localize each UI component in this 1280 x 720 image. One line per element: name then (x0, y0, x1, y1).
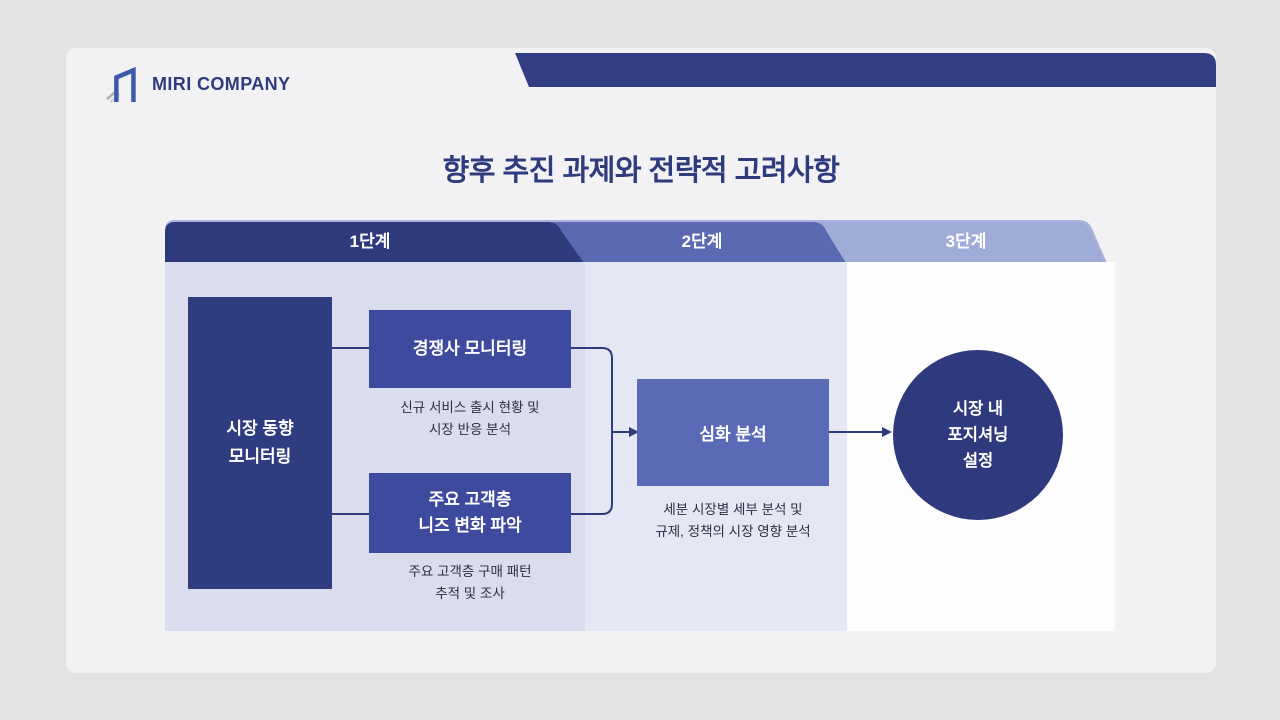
customer-desc-line2: 추적 및 조사 (435, 586, 505, 601)
company-logo-icon (106, 66, 136, 103)
competitor-title: 경쟁사 모니터링 (412, 339, 528, 358)
market-positioning-circle: 시장 내 포지셔닝 설정 (893, 350, 1063, 520)
competitor-monitoring-box: 경쟁사 모니터링 (369, 310, 571, 388)
page-title: 향후 추진 과제와 전략적 고려사항 (442, 155, 840, 187)
customer-needs-box: 주요 고객층 니즈 변화 파악 (369, 473, 571, 553)
analysis-description: 세분 시장별 세부 분석 및 규제, 정책의 시장 영향 분석 (611, 499, 855, 543)
analysis-desc-line1: 세분 시장별 세부 분석 및 (663, 502, 803, 517)
customer-title-line1: 주요 고객층 (428, 490, 512, 509)
market-trend-monitoring-box: 시장 동향 모니터링 (188, 297, 332, 589)
tab-phase3-label: 3단계 (945, 232, 987, 251)
goal-line1: 시장 내 (952, 400, 1004, 418)
market-trend-line2: 모니터링 (228, 447, 292, 466)
tab-phase1-label: 1단계 (349, 232, 391, 251)
analysis-desc-line2: 규제, 정책의 시장 영향 분석 (655, 524, 811, 539)
customer-description: 주요 고객층 구매 패턴 추적 및 조사 (355, 561, 585, 605)
competitor-desc-line2: 시장 반응 분석 (428, 422, 512, 437)
customer-title-line2: 니즈 변화 파악 (418, 516, 522, 535)
logo-door-shape (114, 66, 136, 102)
competitor-desc-line1: 신규 서비스 출시 현황 및 (400, 400, 540, 415)
customer-desc-line1: 주요 고객층 구매 패턴 (408, 564, 532, 579)
deep-analysis-box: 심화 분석 (637, 379, 829, 486)
goal-line3: 설정 (962, 452, 994, 470)
competitor-description: 신규 서비스 출시 현황 및 시장 반응 분석 (355, 397, 585, 441)
goal-line2: 포지셔닝 (947, 426, 1009, 444)
company-name: MIRI COMPANY (152, 73, 291, 94)
tab-phase2-label: 2단계 (681, 232, 723, 251)
logo: MIRI COMPANY (106, 62, 290, 106)
market-trend-line1: 시장 동향 (226, 419, 294, 438)
analysis-title: 심화 분석 (699, 425, 767, 444)
